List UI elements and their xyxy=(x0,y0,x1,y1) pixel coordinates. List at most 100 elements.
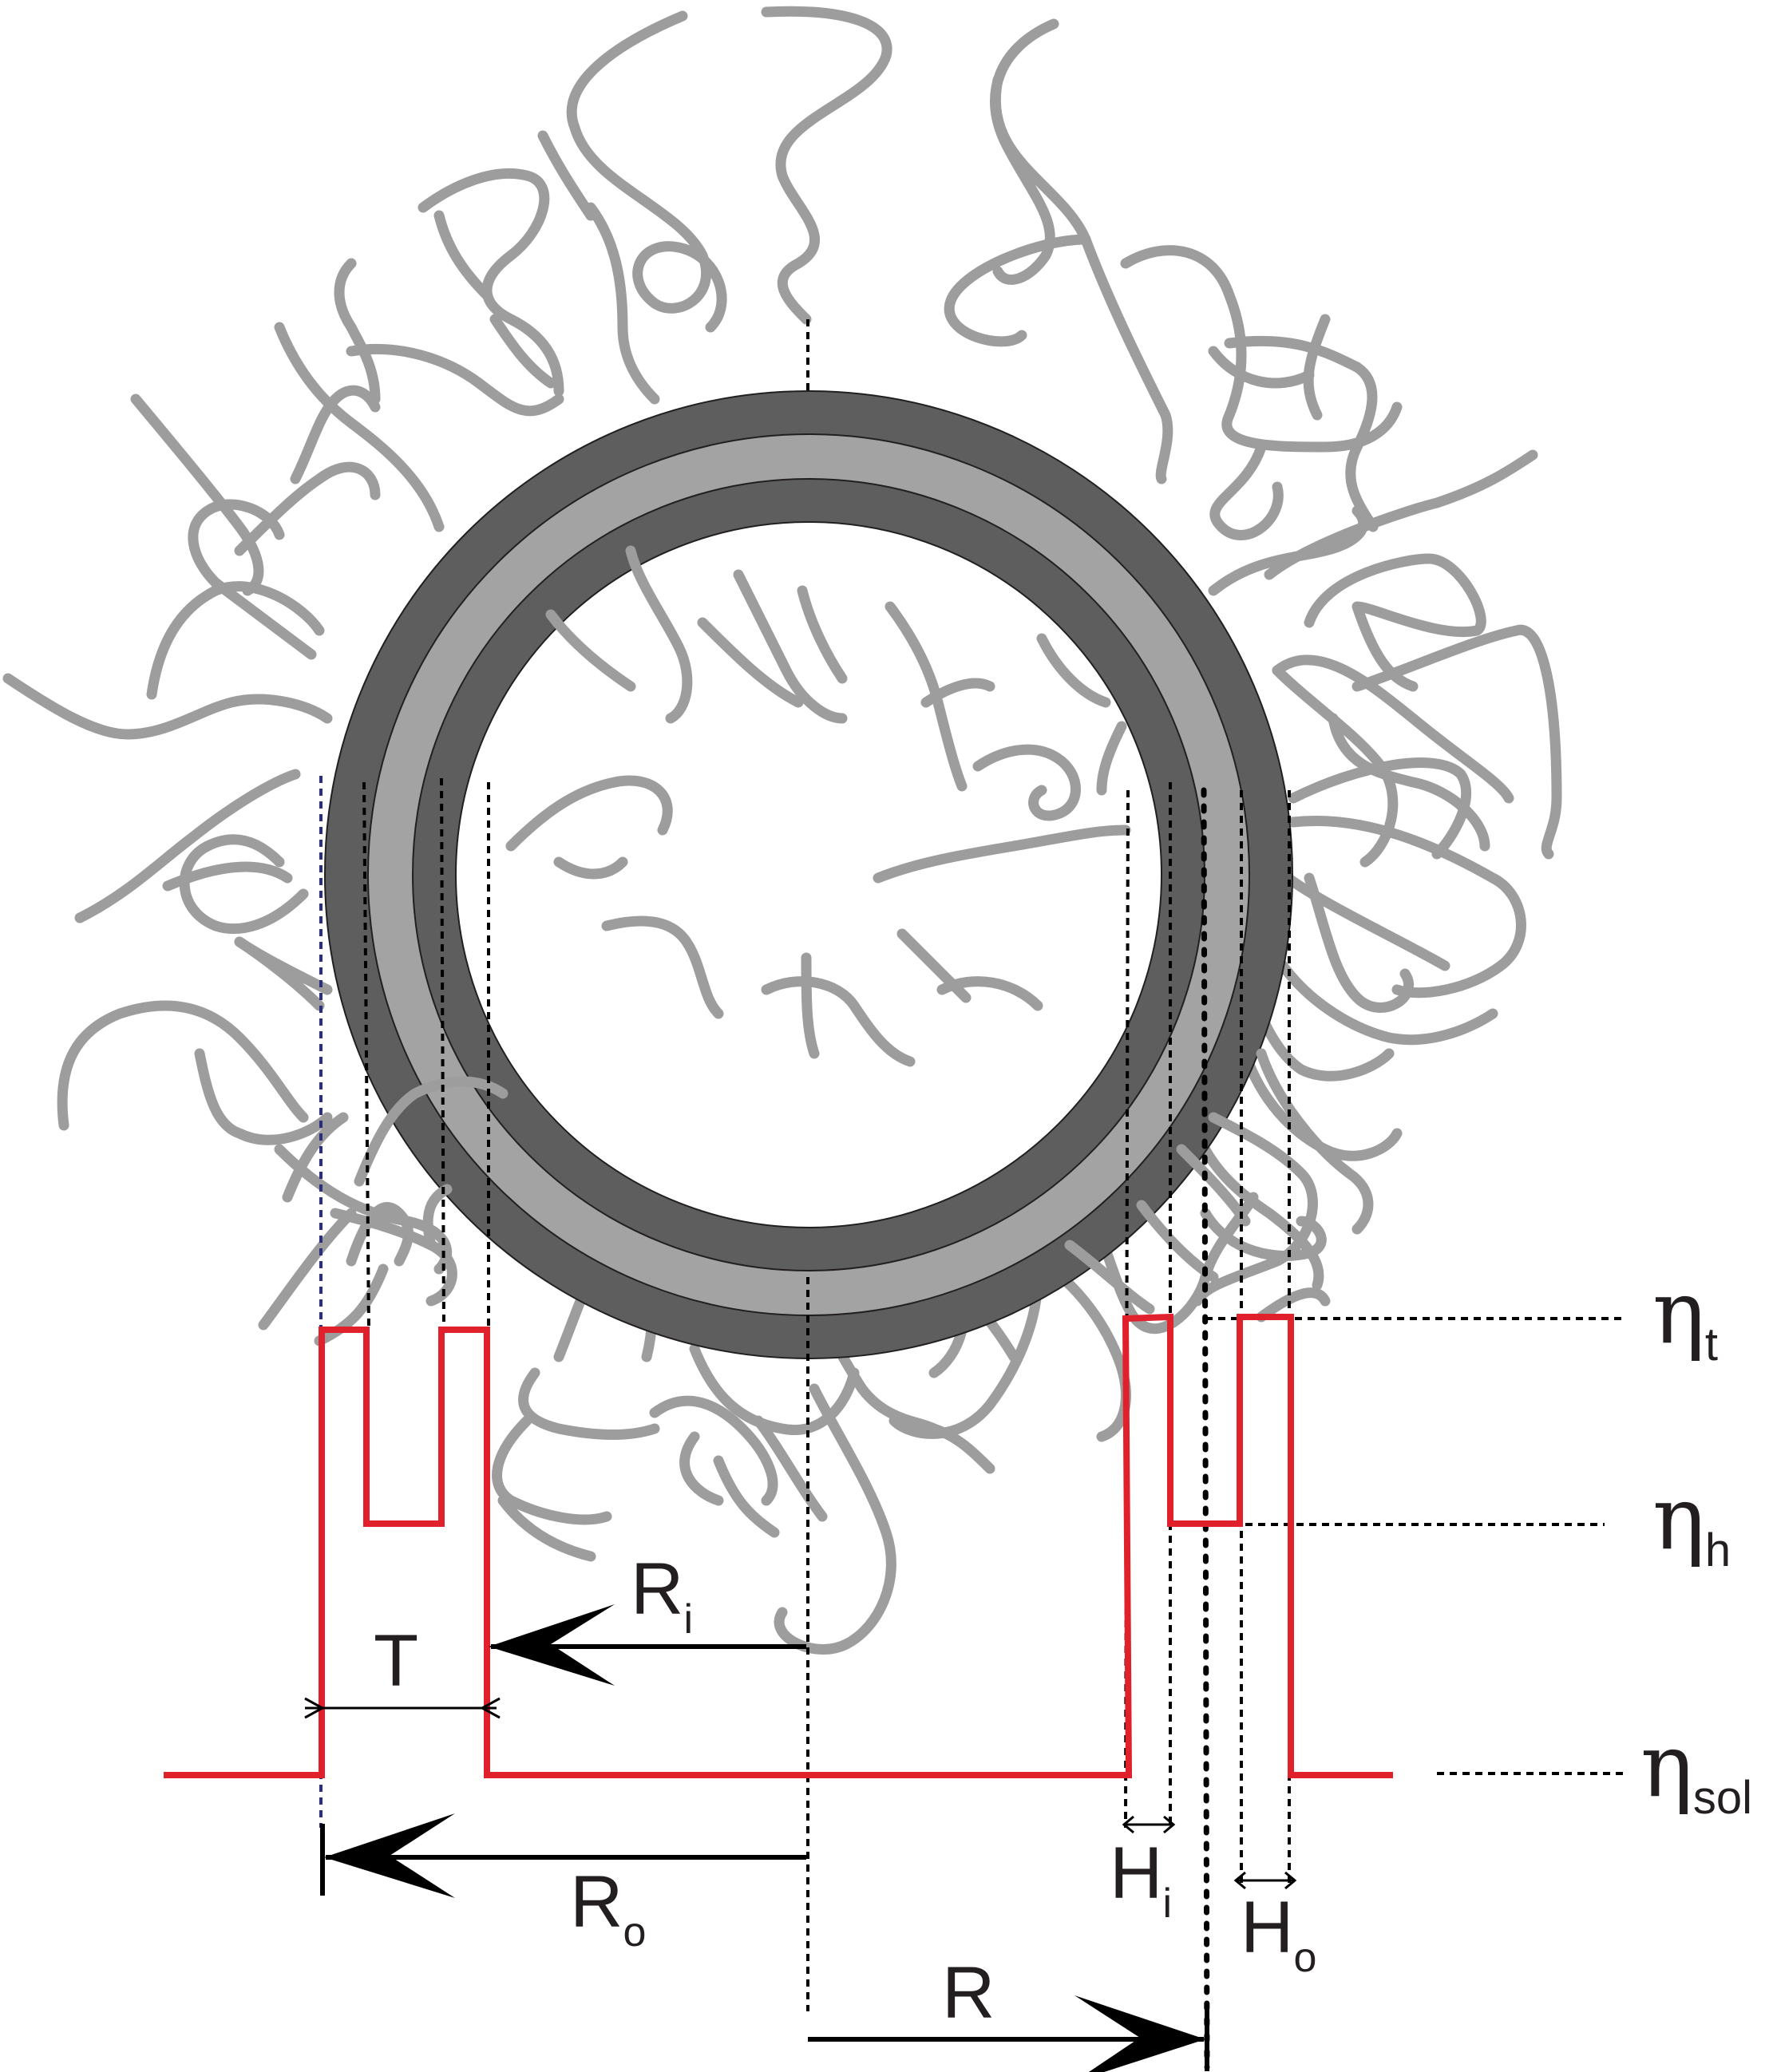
guide-right-1 xyxy=(1124,789,1130,1829)
chain-69 xyxy=(585,202,660,405)
core-chain-front-7 xyxy=(920,678,995,708)
core-chain-front-9 xyxy=(972,744,1081,821)
chain-63 xyxy=(274,322,445,532)
core-chain-front-6 xyxy=(884,601,968,792)
chain-28 xyxy=(1256,1287,1331,1323)
chain-60 xyxy=(234,461,381,556)
chain-64 xyxy=(346,343,564,417)
label-eta-t: ηt xyxy=(1652,1261,1718,1370)
chain-22 xyxy=(1272,952,1498,1046)
chain-45 xyxy=(346,1202,414,1267)
chain-14 xyxy=(1351,624,1562,860)
t-tick-right xyxy=(479,1697,501,1719)
chain-54 xyxy=(179,834,309,935)
chain-44 xyxy=(679,1431,724,1506)
chain-65 xyxy=(418,168,564,397)
chain-51 xyxy=(57,1000,309,1131)
core-chains-front xyxy=(505,545,1131,1067)
core xyxy=(455,521,1162,1228)
core-chain-front-2 xyxy=(545,609,636,692)
ho-tick-left xyxy=(1233,1871,1246,1890)
chain-48 xyxy=(282,1112,349,1203)
label-r: R xyxy=(942,1952,995,2034)
chain-47 xyxy=(258,1208,357,1331)
chain-36 xyxy=(753,1415,828,1522)
hi-tick-right xyxy=(1163,1815,1176,1834)
front-chain-9 xyxy=(234,936,325,1011)
sld-profile xyxy=(164,1313,1393,1778)
label-eta-sol: ηsol xyxy=(1640,1714,1752,1824)
label-ri: Ri xyxy=(631,1548,693,1643)
chain-21 xyxy=(1304,872,1415,1013)
chain-12 xyxy=(1208,505,1369,596)
label-eta-h: ηh xyxy=(1652,1467,1731,1576)
core-chain-front-5 xyxy=(797,585,848,684)
front-chain-3 xyxy=(1192,1112,1318,1307)
chain-20 xyxy=(1272,864,1450,971)
chain-3 xyxy=(990,18,1059,285)
chain-59 xyxy=(130,393,264,596)
chain-41 xyxy=(492,1415,612,1525)
guide-left-2 xyxy=(362,781,370,1332)
label-ro: Ro xyxy=(570,1861,646,1955)
chain-58 xyxy=(188,499,317,660)
core-chain-front-3 xyxy=(733,569,848,724)
chain-17 xyxy=(1328,713,1490,852)
r-arrow-head xyxy=(1074,1995,1205,2072)
chain-5 xyxy=(944,234,1091,347)
chain-1 xyxy=(566,10,727,333)
chain-19 xyxy=(1288,815,1526,998)
chain-30 xyxy=(888,1271,1043,1439)
chain-16 xyxy=(1272,654,1514,804)
front-chain-4 xyxy=(1064,1240,1155,1315)
label-ho: Ho xyxy=(1241,1887,1316,1981)
ri-arrow-head xyxy=(489,1604,615,1686)
core-chain-front-11 xyxy=(1096,721,1127,796)
front-chain-6 xyxy=(354,1076,509,1187)
label-hi: Hi xyxy=(1110,1833,1172,1927)
chain-40 xyxy=(518,1367,660,1440)
chain-13 xyxy=(1304,553,1486,692)
core-chain-front-8 xyxy=(1036,633,1111,708)
chain-34 xyxy=(689,1343,860,1435)
chain-66 xyxy=(433,210,493,301)
core-chain-front-10 xyxy=(873,824,1131,884)
chain-57 xyxy=(146,581,325,700)
chain-52 xyxy=(194,1048,333,1145)
chain-43 xyxy=(713,1455,780,1538)
chain-4 xyxy=(991,74,1173,484)
core-chain-front-1 xyxy=(625,545,693,724)
core-chain-front-15 xyxy=(801,952,820,1059)
chain-25 xyxy=(1192,1128,1324,1291)
chain-62 xyxy=(334,258,381,405)
arrow-heads xyxy=(324,1604,1205,2072)
chain-55 xyxy=(74,769,301,923)
core-chain-front-18 xyxy=(936,976,1043,1011)
chain-61 xyxy=(290,385,381,484)
chain-56 xyxy=(2,673,333,740)
core-chain-front-16 xyxy=(761,976,916,1067)
guide-left-3 xyxy=(440,777,445,1332)
t-tick-left xyxy=(304,1697,326,1719)
chain-67 xyxy=(489,314,556,389)
core-chain-front-12 xyxy=(505,775,673,852)
chain-10 xyxy=(1209,441,1284,540)
chain-2 xyxy=(761,6,892,325)
core-chain-front-17 xyxy=(896,928,972,1003)
chain-46 xyxy=(314,1263,389,1346)
core-chain-front-14 xyxy=(601,915,724,1019)
hi-tick-left xyxy=(1122,1815,1134,1834)
core-chain-front-4 xyxy=(697,617,804,708)
chain-9 xyxy=(1224,335,1379,532)
chain-37 xyxy=(649,1395,778,1506)
chain-8 xyxy=(1208,346,1315,389)
chain-6 xyxy=(1120,245,1403,453)
guide-r-dotted xyxy=(1201,787,1210,2070)
chain-42 xyxy=(497,1495,596,1562)
chain-18 xyxy=(1288,757,1472,860)
ro-arrow-head xyxy=(324,1813,455,1898)
front-chain-1 xyxy=(1256,1048,1374,1235)
chain-7 xyxy=(1303,314,1331,421)
label-t: T xyxy=(374,1620,418,1702)
